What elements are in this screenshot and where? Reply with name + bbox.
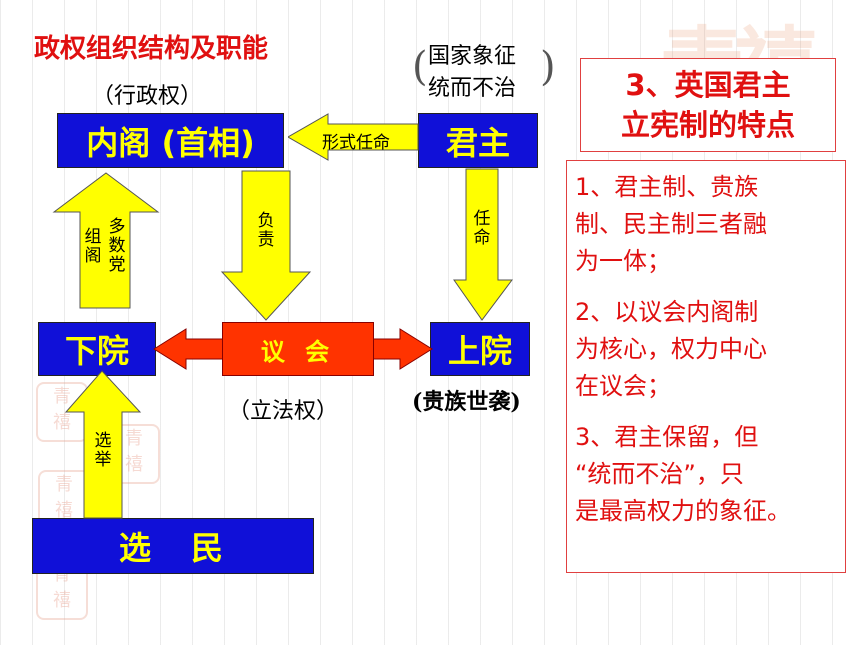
- features-title-box: 3、英国君主 立宪制的特点: [580, 58, 836, 152]
- election-label: 选 举: [94, 431, 112, 470]
- legislative-power-label: （立法权）: [228, 399, 339, 424]
- bracket-left: (: [412, 44, 428, 90]
- executive-power-label: （行政权）: [92, 84, 203, 109]
- feature-item: 1、君主制、贵族 制、民主制三者融 为一体；: [575, 173, 767, 275]
- form-cabinet-arrow: [52, 172, 160, 309]
- lower-house-box: 下院: [38, 322, 156, 376]
- upper-house-box: 上院: [430, 322, 530, 376]
- form-cabinet-label: 组 阁: [84, 227, 102, 266]
- election-arrow: [64, 370, 142, 519]
- monarch-box: 君主: [418, 113, 538, 168]
- page-title: 政权组织结构及职能: [34, 34, 269, 64]
- feature-item: 2、以议会内阁制 为核心，权力中心 在议会；: [575, 298, 767, 400]
- formal-appointment-label: 形式任命: [322, 133, 390, 153]
- feature-item: 3、君主保留，但 “统而不治”，只 是最高权力的象征。: [575, 423, 791, 525]
- majority-party-label: 多 数 党: [108, 217, 126, 275]
- hereditary-aristocracy-label: (贵族世袭): [412, 389, 521, 415]
- cabinet-box: 内阁 (首相): [57, 113, 284, 168]
- parliament-box: 议 会: [222, 322, 374, 376]
- formal-appointment-arrow: [288, 113, 419, 161]
- reigns-not-rules-label: 统而不治: [428, 76, 517, 101]
- bracket-right: ): [540, 44, 556, 90]
- national-symbol-label: 国家象征: [428, 44, 517, 69]
- appoint-label: 任 命: [473, 209, 491, 248]
- responsible-arrow: [220, 170, 312, 321]
- responsible-label: 负 责: [257, 211, 275, 250]
- features-list: 1、君主制、贵族 制、民主制三者融 为一体； 2、以议会内阁制 为核心，权力中心…: [566, 160, 846, 573]
- voters-box: 选 民: [32, 518, 314, 574]
- appoint-arrow: [453, 168, 513, 321]
